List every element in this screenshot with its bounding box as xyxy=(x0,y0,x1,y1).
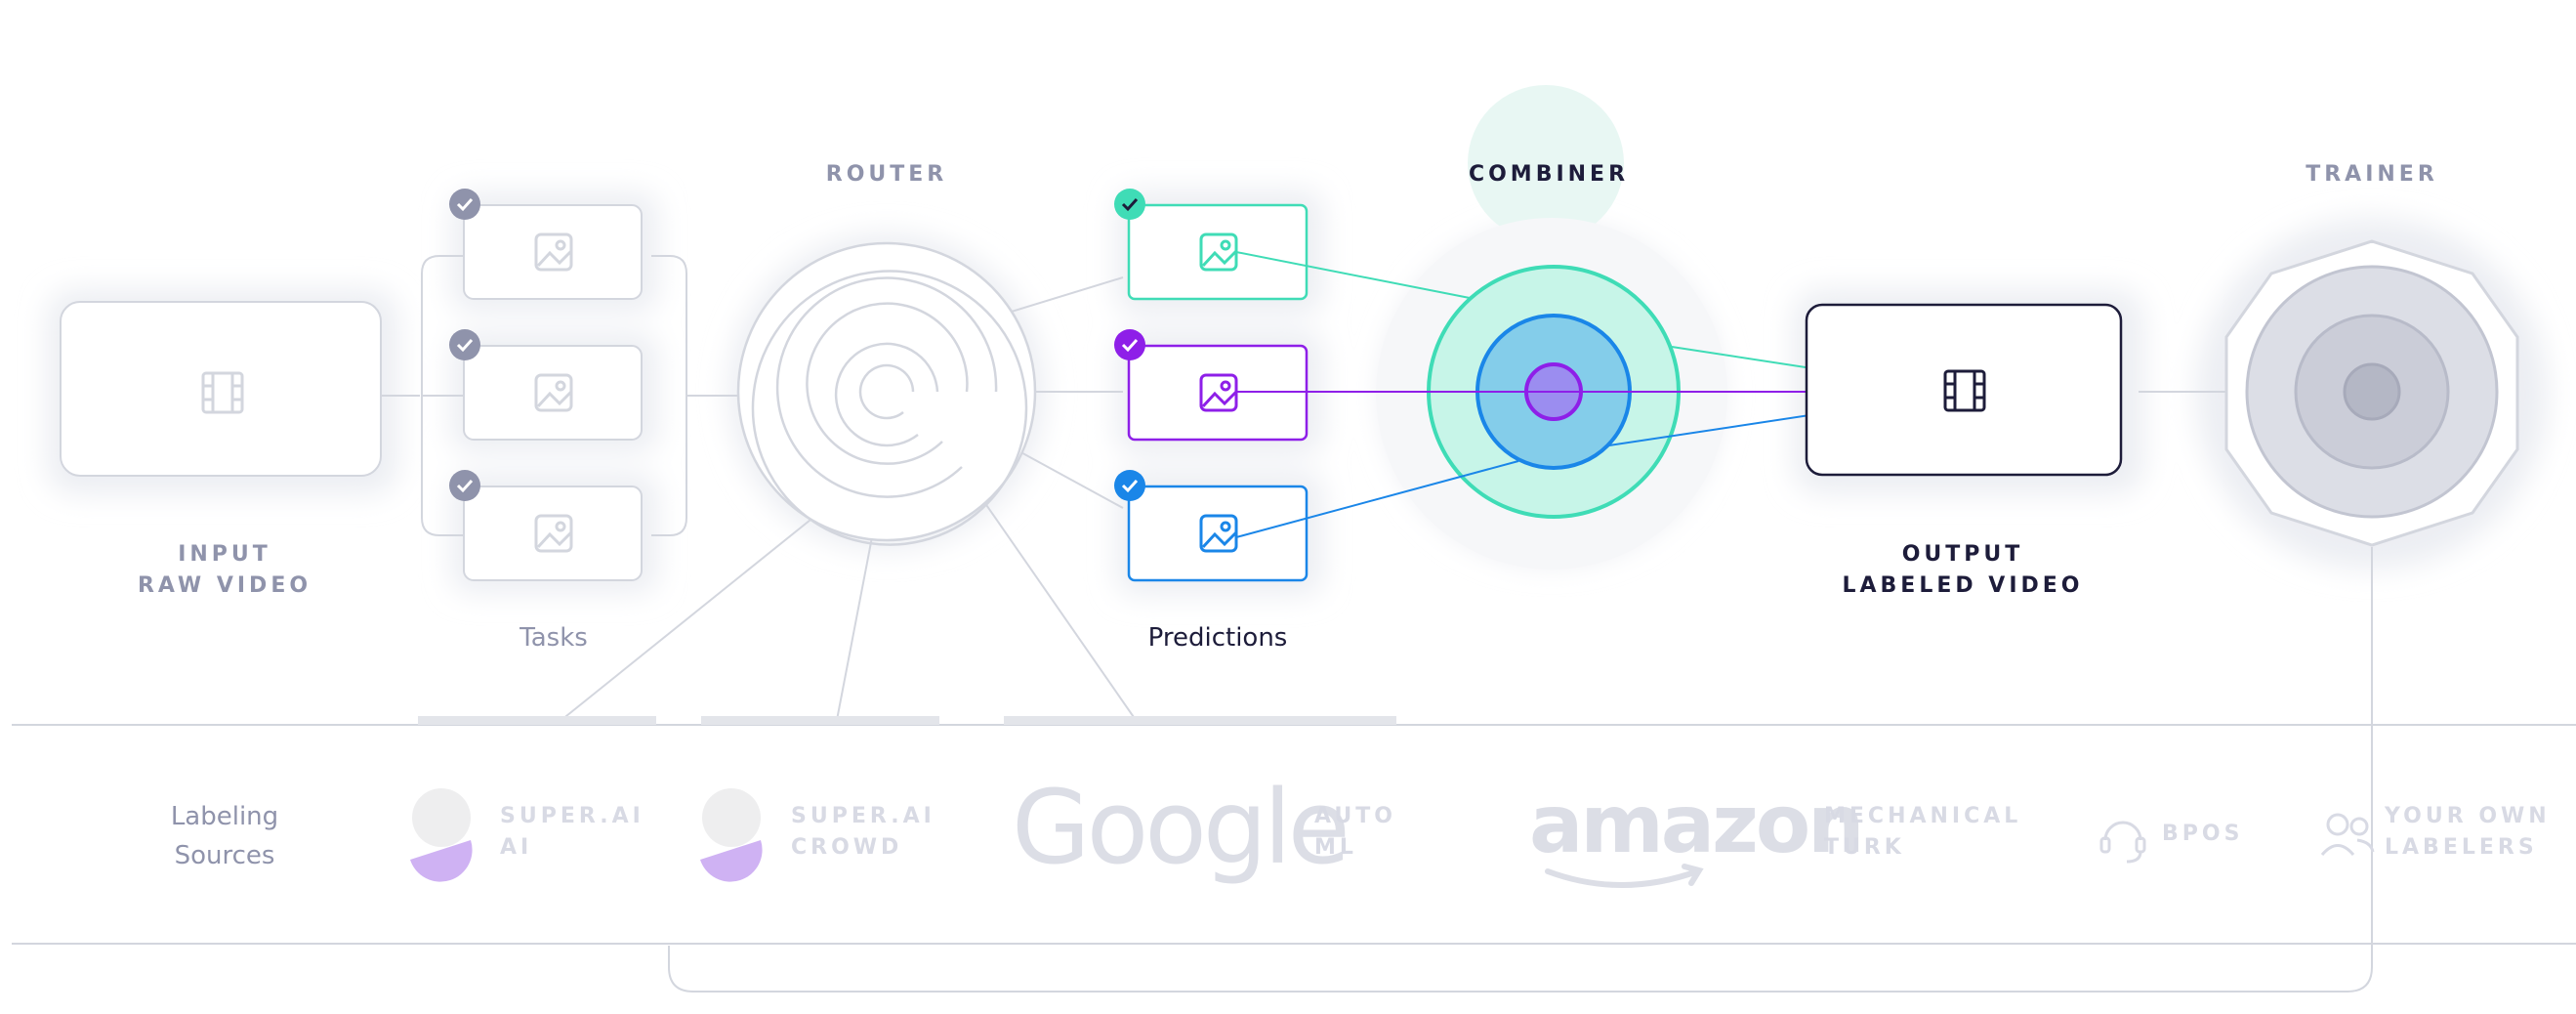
input-caption: INPUT RAW VIDEO xyxy=(117,539,332,602)
router-title: ROUTER xyxy=(825,162,948,187)
superai-crowd-logo xyxy=(700,788,763,882)
source-line2: AI xyxy=(500,835,533,860)
output-caption-line2: LABELED VIDEO xyxy=(1842,573,2084,598)
trainer-title: TRAINER xyxy=(2306,162,2438,187)
task-card xyxy=(449,470,643,581)
source-line2: CROWD xyxy=(791,835,903,860)
amazon-smile xyxy=(1545,864,1704,888)
check-icon xyxy=(1114,470,1145,501)
input-caption-line1: INPUT xyxy=(178,542,271,567)
source-bars xyxy=(418,716,1396,725)
check-icon xyxy=(1114,189,1145,220)
superai-ai-logo xyxy=(410,788,473,882)
check-icon xyxy=(1114,329,1145,360)
task-cards xyxy=(449,189,643,581)
image-icon xyxy=(534,373,573,412)
predictions-label: Predictions xyxy=(1147,623,1288,653)
source-line2: TURK xyxy=(1824,835,1905,860)
image-icon xyxy=(534,514,573,553)
prediction-cards xyxy=(1114,189,1309,582)
labeling-sources-line1: Labeling xyxy=(170,802,279,831)
source-line2: ML xyxy=(1314,835,1357,860)
source-line1: BPOS xyxy=(2162,822,2244,846)
trainer-rings xyxy=(2224,239,2519,547)
prediction-card-purple xyxy=(1114,329,1309,442)
film-icon xyxy=(201,371,244,414)
labeling-sources-label: Labeling Sources xyxy=(127,797,322,875)
source-amazon-mturk: MECHANICAL TURK xyxy=(1824,801,2021,864)
source-line1: AUTO xyxy=(1314,804,1396,828)
task-card xyxy=(449,329,643,441)
combiner-title: COMBINER xyxy=(1468,162,1630,187)
input-caption-line2: RAW VIDEO xyxy=(137,573,312,598)
labeling-sources-line2: Sources xyxy=(174,841,275,870)
prediction-card-blue xyxy=(1114,470,1309,582)
source-line2: LABELERS xyxy=(2385,835,2538,860)
source-line1: MECHANICAL xyxy=(1824,804,2022,828)
amazon-logo: amazon xyxy=(1529,779,1865,871)
source-superai-crowd: SUPER.AI CROWD xyxy=(791,801,935,864)
source-line1: YOUR OWN xyxy=(2385,804,2551,828)
users-icon xyxy=(2320,813,2375,857)
source-own-labelers: YOUR OWN LABELERS xyxy=(2385,801,2551,864)
source-bpos: BPOS xyxy=(2162,819,2243,850)
google-logo: Google xyxy=(1012,768,1350,887)
check-icon xyxy=(449,470,480,501)
tasks-label: Tasks xyxy=(519,623,588,653)
image-icon xyxy=(534,232,573,272)
source-line1: SUPER.AI xyxy=(500,804,644,828)
output-video-card xyxy=(1805,303,2123,477)
image-icon xyxy=(1199,514,1238,553)
check-icon xyxy=(449,189,480,220)
input-video-card xyxy=(60,301,382,477)
router-spiral xyxy=(736,241,1037,546)
task-card xyxy=(449,189,643,300)
prediction-card-teal xyxy=(1114,189,1309,301)
source-line1: SUPER.AI xyxy=(791,804,935,828)
output-caption: OUTPUT LABELED VIDEO xyxy=(1816,539,2109,602)
combiner-rings xyxy=(1376,85,1727,570)
headset-icon xyxy=(2099,821,2146,864)
check-icon xyxy=(449,329,480,360)
source-google-automl: AUTO ML xyxy=(1314,801,1396,864)
output-caption-line1: OUTPUT xyxy=(1901,542,2024,567)
source-superai-ai: SUPER.AI AI xyxy=(500,801,644,864)
film-icon xyxy=(1943,369,1986,412)
